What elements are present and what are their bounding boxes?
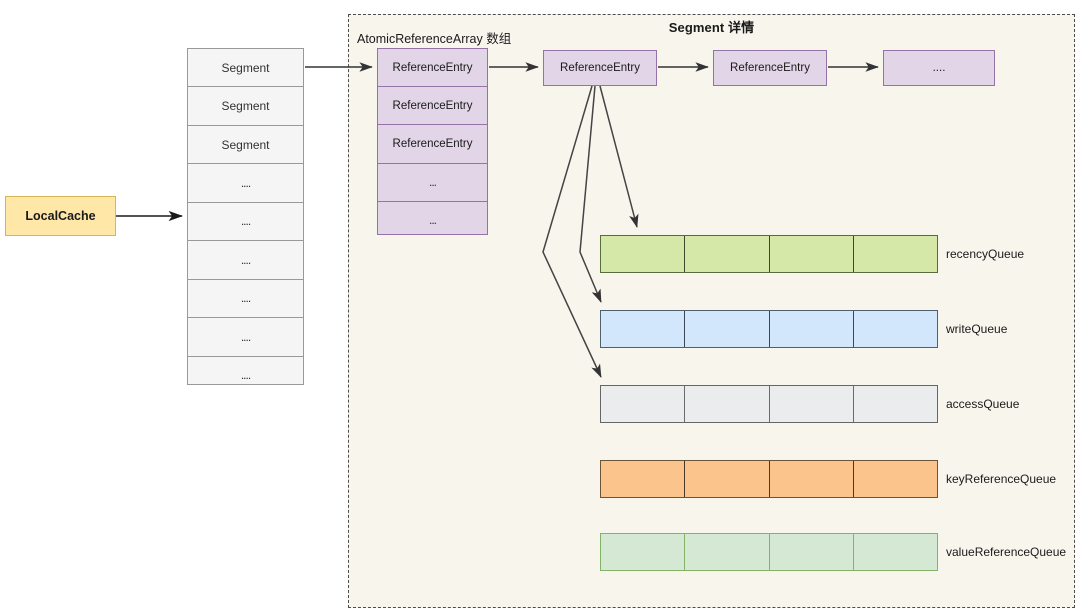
queue-cell — [601, 311, 686, 347]
segment-row[interactable]: Segment — [188, 49, 303, 88]
reference-entry-label: ReferenceEntry — [392, 61, 473, 74]
reference-entry-slot[interactable]: ... — [378, 164, 487, 202]
segment-row[interactable]: .... — [188, 280, 303, 319]
segment-table: Segment Segment Segment .... .... .... .… — [187, 48, 304, 385]
local-cache-node[interactable]: LocalCache — [5, 196, 116, 236]
queue-cell — [601, 461, 686, 497]
value-reference-queue-label: valueReferenceQueue — [946, 545, 1067, 559]
reference-entry-slot[interactable]: ReferenceEntry — [378, 49, 487, 88]
queue-cell — [770, 236, 854, 272]
queue-cell — [854, 236, 937, 272]
segment-row-label: .... — [240, 368, 251, 383]
segment-row-label: .... — [240, 252, 251, 267]
access-queue[interactable] — [600, 385, 938, 423]
segment-row[interactable]: .... — [188, 318, 303, 357]
queue-cell — [770, 311, 854, 347]
segment-row[interactable]: .... — [188, 164, 303, 203]
recency-queue-label: recencyQueue — [946, 247, 1025, 261]
reference-entry-node[interactable]: ReferenceEntry — [713, 50, 827, 86]
segment-row-label: Segment — [221, 137, 270, 152]
queue-cell — [685, 236, 770, 272]
reference-entry-label: ... — [428, 213, 437, 228]
write-queue[interactable] — [600, 310, 938, 348]
key-reference-queue-label: keyReferenceQueue — [946, 472, 1057, 486]
segment-row-label: .... — [240, 176, 251, 191]
queue-cell — [854, 386, 937, 422]
reference-entry-label: ReferenceEntry — [392, 137, 473, 150]
reference-entry-label: ... — [428, 175, 437, 190]
reference-entry-label: ReferenceEntry — [392, 99, 473, 112]
segment-row-label: Segment — [221, 99, 270, 114]
queue-cell — [770, 534, 854, 570]
recency-queue[interactable] — [600, 235, 938, 273]
segment-row[interactable]: .... — [188, 241, 303, 280]
queue-cell — [685, 461, 770, 497]
segment-row[interactable]: .... — [188, 203, 303, 242]
queue-cell — [854, 461, 937, 497]
queue-cell — [854, 534, 937, 570]
reference-entry-node[interactable]: ReferenceEntry — [543, 50, 657, 86]
segment-detail-title: Segment 详情 — [668, 20, 755, 35]
queue-cell — [854, 311, 937, 347]
reference-entry-slot[interactable]: ... — [378, 202, 487, 239]
queue-cell — [685, 534, 770, 570]
write-queue-label: writeQueue — [946, 322, 1008, 336]
segment-row[interactable]: .... — [188, 357, 303, 394]
queue-cell — [770, 386, 854, 422]
key-reference-queue[interactable] — [600, 460, 938, 498]
segment-row-label: Segment — [221, 60, 270, 75]
segment-row-label: .... — [240, 329, 251, 344]
queue-cell — [601, 534, 686, 570]
segment-row-label: .... — [240, 214, 251, 229]
reference-entry-slot[interactable]: ReferenceEntry — [378, 87, 487, 126]
reference-entry-ellipsis-node[interactable]: .... — [883, 50, 995, 86]
access-queue-label: accessQueue — [946, 397, 1020, 411]
reference-entry-slot[interactable]: ReferenceEntry — [378, 125, 487, 164]
queue-cell — [601, 386, 686, 422]
atomic-reference-array-caption: AtomicReferenceArray 数组 — [357, 32, 512, 46]
queue-cell — [685, 386, 770, 422]
queue-cell — [601, 236, 686, 272]
segment-row[interactable]: Segment — [188, 87, 303, 126]
queue-cell — [685, 311, 770, 347]
queue-cell — [770, 461, 854, 497]
value-reference-queue[interactable] — [600, 533, 938, 571]
segment-row-label: .... — [240, 291, 251, 306]
segment-row[interactable]: Segment — [188, 126, 303, 165]
atomic-reference-array: ReferenceEntry ReferenceEntry ReferenceE… — [377, 48, 488, 235]
